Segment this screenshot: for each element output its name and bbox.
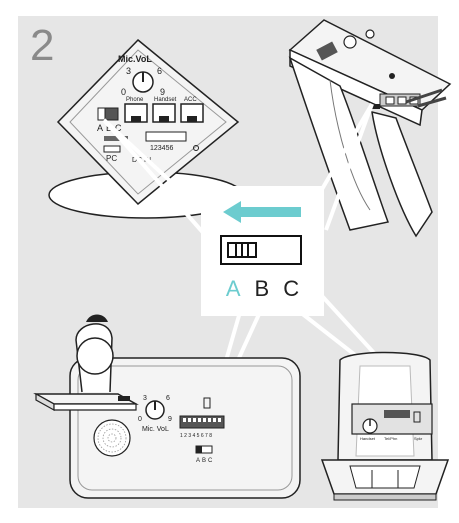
arrow-left-icon [223,201,301,223]
dial-number-6: 6 [157,66,162,76]
svg-text:C: C [208,458,213,464]
phone-port [125,104,147,122]
headset-earloop [77,338,113,374]
port-label-phone: Phone [126,97,144,103]
port-label-acc: ACC [184,97,197,103]
bottom-right-base-station: Handset Tel/Phn Spkr [322,353,448,501]
handset-label: Handset [360,436,376,441]
switch-position-labels: A B C [201,278,324,300]
port-label-handset: Handset [154,97,177,103]
speaker-grille [94,420,130,456]
dial-number-9: 9 [160,87,165,97]
svg-text:A: A [196,458,200,464]
pc-port [104,146,120,152]
mic-vol-label-bottom: Mic. VoL [142,426,169,433]
svg-text:0: 0 [138,416,142,423]
position-a-label: A [226,278,241,300]
dip-numbers: 123456 [150,145,173,152]
slide-switch-frame [220,235,302,265]
dial-number-0: 0 [121,87,126,97]
tel-phn-label: Tel/Phn [384,436,397,441]
dip-switch-block [146,132,186,141]
dial-number-3: 3 [126,66,131,76]
switch-position-callout: A B C [201,186,324,316]
switch-label-a: A [97,123,103,133]
svg-text:B: B [202,458,206,464]
handset-port [153,104,175,122]
svg-text:9: 9 [168,416,172,423]
acc-port [181,104,203,122]
dip-switch-bank [180,416,224,428]
abc-slide-switch [98,108,118,120]
position-b-label: B [255,278,270,300]
pc-label: PC [106,154,117,163]
position-c-label: C [283,278,299,300]
spkr-label: Spkr [414,436,423,441]
mic-vol-label: Mic.VoL [118,54,152,64]
svg-text:6: 6 [166,395,170,402]
slide-switch-knob [227,242,257,258]
svg-text:3: 3 [143,395,147,402]
dip-numbers-bottom: 1 2 3 4 5 6 7 8 [180,433,212,439]
bottom-left-base-station: 0 3 6 9 Mic. VoL 1 2 3 4 5 6 7 8 A B C [36,315,300,499]
